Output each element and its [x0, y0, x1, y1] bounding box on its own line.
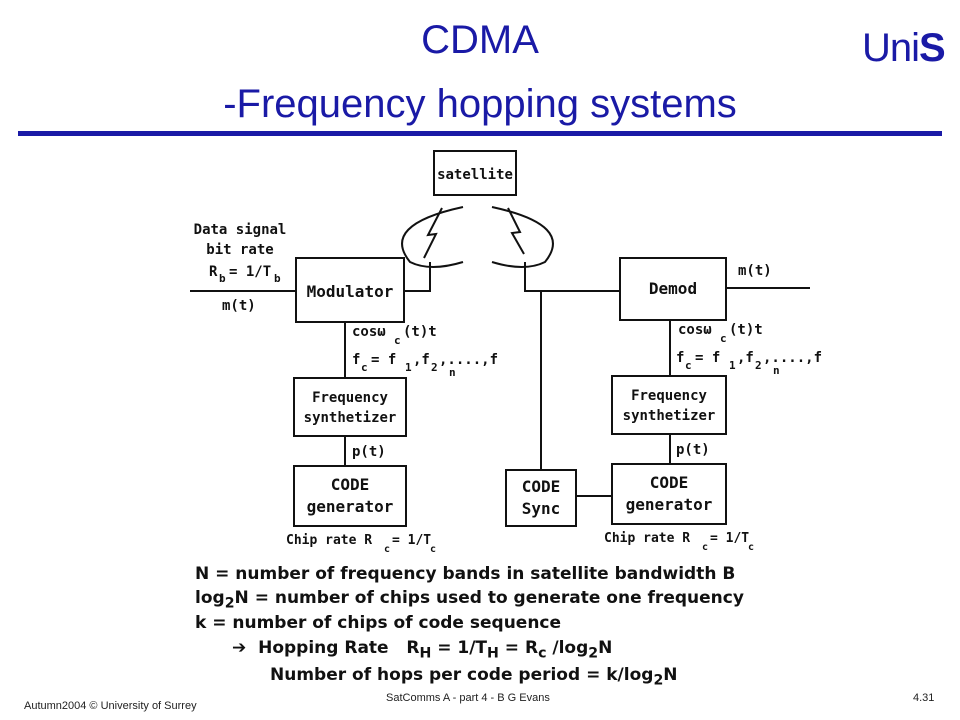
tb-sub: b — [274, 272, 281, 285]
carrier-right-tail: (t)t — [729, 322, 763, 338]
carrier-right-label: cosω — [678, 322, 712, 338]
code-gen-left-line2: generator — [307, 497, 394, 516]
title-rule — [18, 131, 942, 136]
hops-n: N — [663, 665, 678, 685]
pt-right-label: p(t) — [676, 442, 710, 458]
footer-page-number: 4.31 — [913, 692, 935, 704]
fc-right-eq: = f — [695, 350, 720, 366]
code-sync-line1: CODE — [522, 477, 561, 496]
hop-lsub: 2 — [588, 645, 599, 662]
note-hops-per-period: Number of hops per code period = k/log2N — [270, 665, 678, 688]
hops-label: Number of hops per code period = k/log — [270, 665, 654, 685]
hop-tsub: H — [487, 645, 499, 662]
chip-rate-right-tsub: c — [748, 542, 754, 553]
carrier-left-tail: (t)t — [403, 324, 437, 340]
carrier-left-label: cosω — [352, 324, 386, 340]
hop-label: Hopping Rate — [258, 638, 389, 658]
carrier-right-sub: c — [720, 332, 727, 345]
code-gen-left-box — [293, 465, 407, 527]
hops-sub: 2 — [653, 672, 664, 689]
hop-eq3: /log — [552, 638, 589, 658]
fc-left-nsub: n — [449, 366, 456, 379]
fc-right-csub: c — [685, 359, 692, 372]
note-log-prefix: log — [195, 588, 225, 608]
uplink-dish-icon — [401, 206, 464, 268]
hop-eq1: = 1/T — [437, 638, 488, 658]
bit-rate-label: bit rate — [206, 242, 273, 258]
mt-right-label: m(t) — [738, 263, 772, 279]
arrow-right-icon: ➔ — [232, 638, 247, 658]
fc-right-dots: ,....,f — [763, 350, 822, 366]
freq-synth-left-line1: Frequency — [312, 390, 388, 406]
code-gen-right-line2: generator — [626, 495, 713, 514]
note-log-text: N = number of chips used to generate one… — [234, 588, 744, 608]
fc-right-2sub: 2 — [755, 359, 762, 372]
hop-eq2: = R — [504, 638, 539, 658]
freq-synth-left-line2: synthetizer — [304, 410, 397, 426]
note-log-definition: log2N = number of chips used to generate… — [195, 588, 744, 611]
chip-rate-left: Chip rate R — [286, 533, 372, 548]
freq-synth-left-box — [293, 377, 407, 437]
hop-csub: c — [538, 645, 547, 662]
freq-synth-right-line2: synthetizer — [623, 408, 716, 424]
fc-left-list: ,f — [413, 352, 430, 368]
fc-right-1sub: 1 — [729, 359, 736, 372]
code-gen-left-line1: CODE — [331, 475, 370, 494]
downlink-signal-icon — [507, 207, 525, 255]
slide-title-line1: CDMA — [421, 18, 539, 62]
hop-rsub: H — [419, 645, 432, 662]
note-n-definition: N = number of frequency bands in satelli… — [195, 564, 736, 584]
chip-rate-left-eq: = 1/T — [392, 533, 431, 548]
freq-synth-right-line1: Frequency — [631, 388, 707, 404]
code-gen-right-line1: CODE — [650, 473, 689, 492]
downlink-dish-icon — [491, 206, 554, 268]
fc-right-f: f — [676, 350, 684, 366]
chip-rate-left-tsub: c — [430, 544, 436, 555]
fc-left-dots: ,....,f — [439, 352, 498, 368]
carrier-left-sub: c — [394, 334, 401, 347]
uplink-signal-icon — [423, 207, 443, 259]
freq-synth-right-box — [611, 375, 727, 435]
chip-rate-right: Chip rate R — [604, 531, 690, 546]
footer-center: SatComms A - part 4 - B G Evans — [386, 692, 550, 704]
fc-right-list: ,f — [737, 350, 754, 366]
chip-rate-left-sub: c — [384, 544, 390, 555]
chip-rate-right-eq: = 1/T — [710, 531, 749, 546]
hop-r: R — [406, 638, 420, 658]
rb-label: R — [209, 264, 218, 280]
downlink-demod-line — [524, 262, 620, 292]
logo-bold-letter: S — [919, 26, 946, 70]
slide-title-line2: -Frequency hopping systems — [223, 82, 737, 126]
code-sync-line2: Sync — [522, 499, 561, 518]
mt-left-label: m(t) — [222, 298, 256, 314]
modulator-uplink-line — [404, 262, 431, 292]
rb-sub: b — [219, 272, 226, 285]
fc-left-2sub: 2 — [431, 361, 438, 374]
rb-eq: = 1/T — [229, 264, 271, 280]
footer-left: Autumn2004 © University of Surrey — [24, 700, 197, 712]
note-k-definition: k = number of chips of code sequence — [195, 613, 562, 633]
chip-rate-right-sub: c — [702, 542, 708, 553]
hop-n: N — [598, 638, 613, 658]
fc-left-f: f — [352, 352, 360, 368]
pt-left-label: p(t) — [352, 444, 386, 460]
note-log-sub: 2 — [224, 595, 235, 612]
logo-text: Uni — [862, 26, 920, 70]
fc-right-nsub: n — [773, 364, 780, 377]
fc-left-1sub: 1 — [405, 361, 412, 374]
demod-label: Demod — [649, 279, 697, 298]
modulator-label: Modulator — [307, 282, 394, 301]
unis-logo: UniS — [862, 26, 946, 71]
data-signal-label: Data signal — [194, 222, 287, 238]
note-hopping-rate: ➔ Hopping Rate RH = 1/TH = Rc /log2N — [232, 638, 612, 661]
fc-left-eq: = f — [371, 352, 396, 368]
fc-left-csub: c — [361, 361, 368, 374]
satellite-label: satellite — [437, 167, 513, 183]
satellite-box — [433, 150, 517, 196]
